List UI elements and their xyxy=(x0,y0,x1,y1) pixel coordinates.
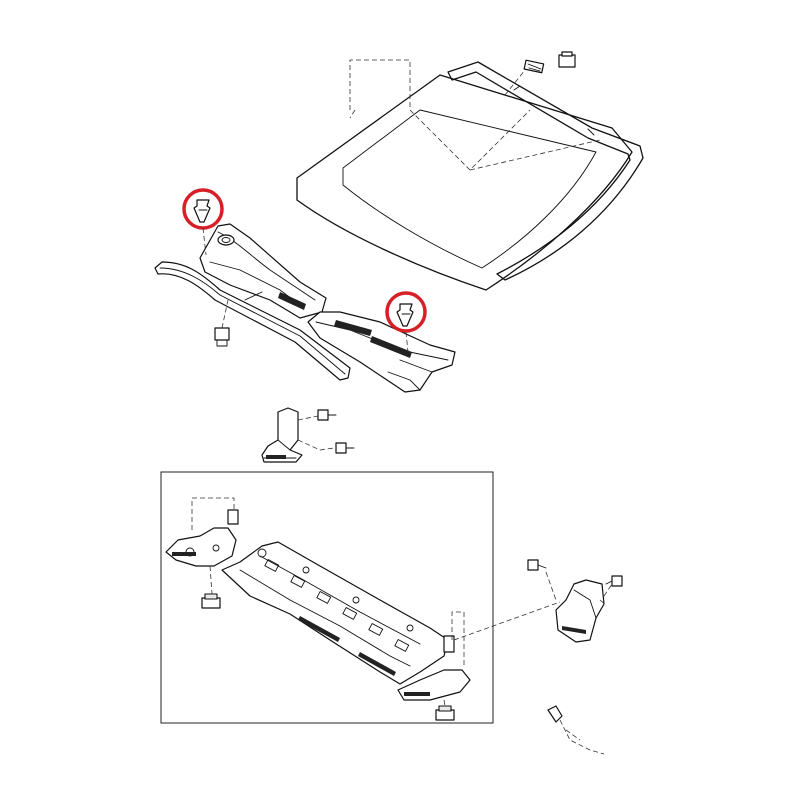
cowl-grommet xyxy=(214,327,230,347)
cowl-cross-member xyxy=(221,541,449,685)
bolt-a xyxy=(317,409,337,421)
side-bracket-left xyxy=(165,509,239,567)
windshield-group xyxy=(296,51,644,291)
inset-grommet-left xyxy=(201,593,221,609)
cowl-top-panel-left xyxy=(199,223,327,319)
side-bracket xyxy=(527,559,623,643)
cowl-group xyxy=(154,188,456,393)
bolt-b xyxy=(335,442,355,454)
bolt-d xyxy=(605,575,623,587)
windshield-glass xyxy=(296,74,633,291)
windshield-molding xyxy=(447,61,644,281)
windshield-inner-border xyxy=(342,109,597,269)
highlight-ring-right xyxy=(385,291,427,333)
inset-grommet-right xyxy=(435,705,455,721)
cowl-seal-strip xyxy=(154,261,351,381)
cowl-mounting-bracket xyxy=(261,407,355,463)
inset-group xyxy=(165,497,471,721)
push-clip-icon xyxy=(193,199,211,223)
side-bracket-right xyxy=(397,611,471,701)
cowl-clip-left[interactable] xyxy=(182,188,224,230)
cowl-clip-right[interactable] xyxy=(385,291,427,333)
wire-clip xyxy=(547,705,605,755)
cowl-top-panel-right xyxy=(307,311,456,393)
bolt-c xyxy=(527,559,547,571)
molding-clip-b xyxy=(558,51,576,68)
inset-frame xyxy=(160,471,494,724)
molding-clip-a xyxy=(523,59,545,74)
push-clip-icon xyxy=(396,303,414,327)
